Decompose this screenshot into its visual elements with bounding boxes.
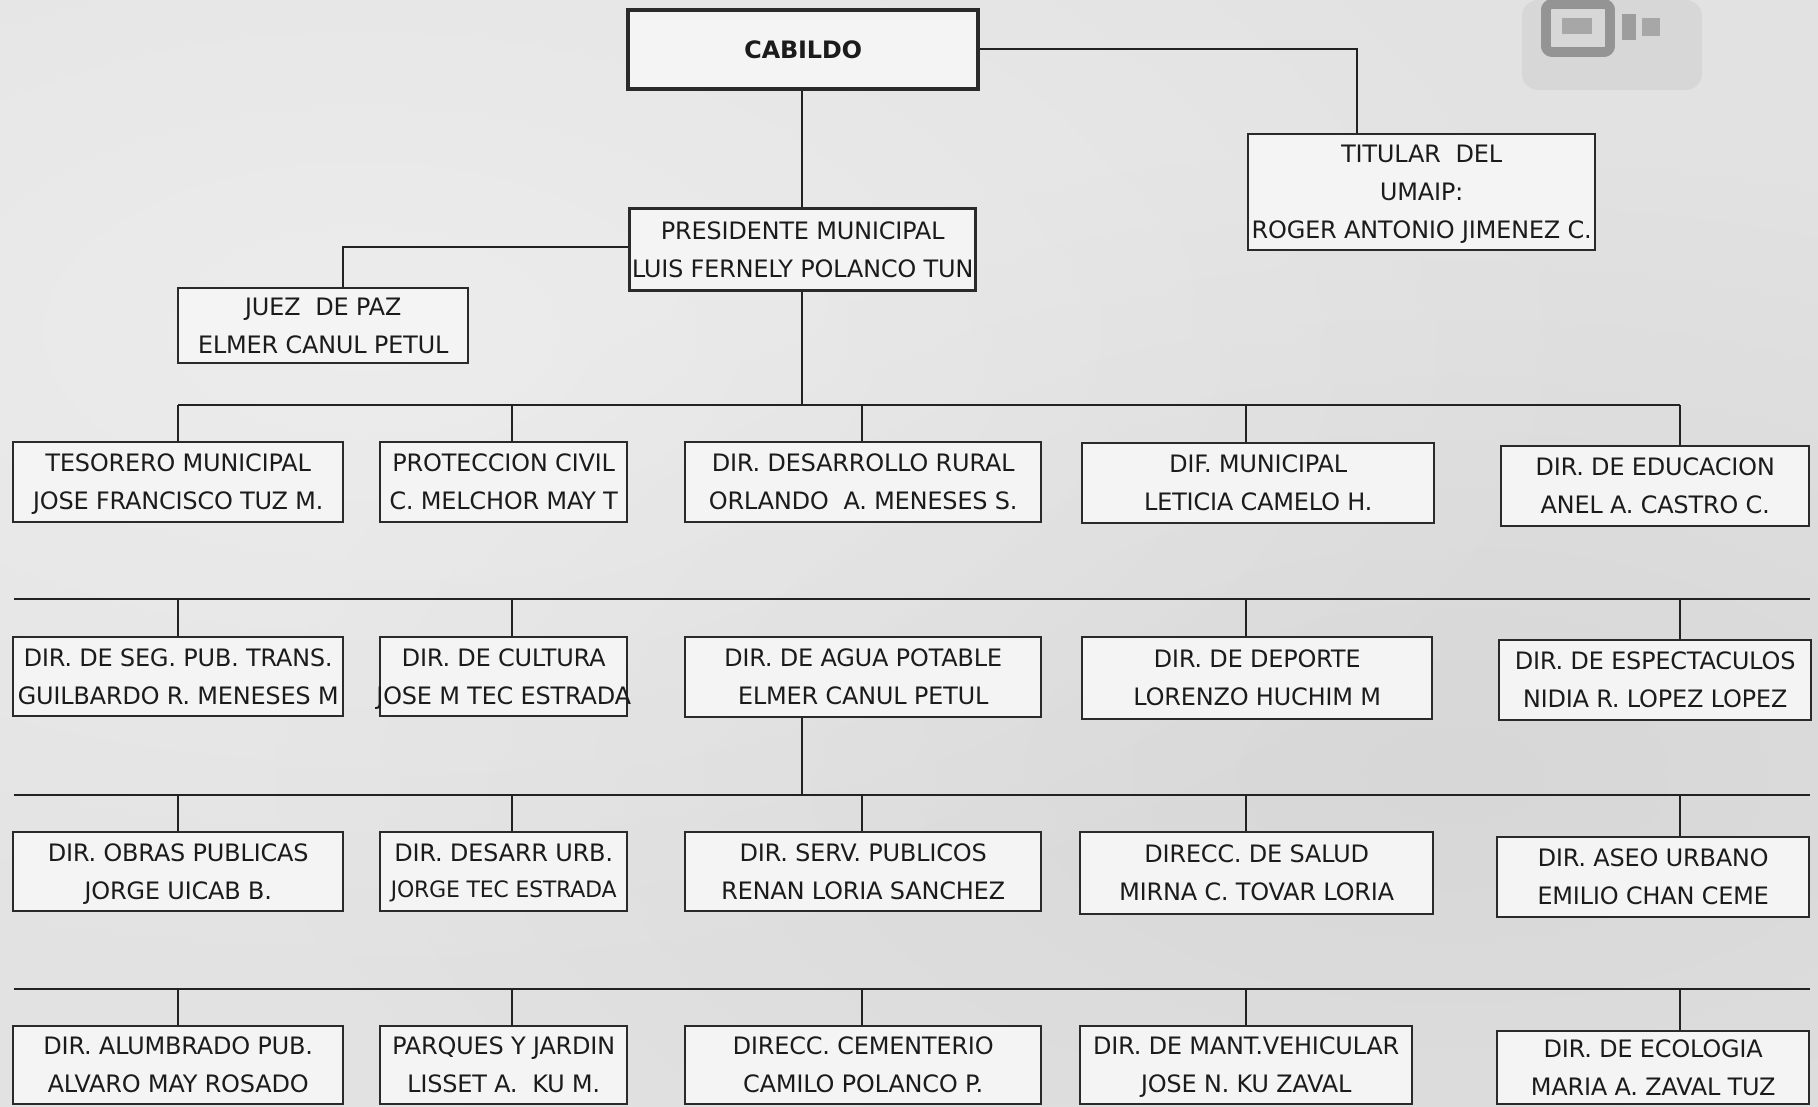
- dept-head: C. MELCHOR MAY T: [389, 487, 618, 515]
- dept-box: DIR. ALUMBRADO PUB. ALVARO MAY ROSADO: [12, 1025, 344, 1105]
- connector-president-juez: [342, 246, 628, 287]
- dept-title: DIR. SERV. PUBLICOS: [739, 838, 987, 867]
- dept-title: DIR. DE MANT.VEHICULAR: [1092, 1032, 1400, 1060]
- dept-title: DIR. DESARR URB.: [394, 838, 613, 867]
- dept-box: DIR. DESARR URB. JORGE TEC ESTRADA: [379, 831, 628, 912]
- dept-title: DIR. DE CULTURA: [401, 643, 606, 672]
- dept-head: JORGE TEC ESTRADA: [390, 877, 617, 903]
- dept-head: EMILIO CHAN CEME: [1537, 882, 1769, 910]
- umaip-box: TITULAR DEL UMAIP: ROGER ANTONIO JIMENEZ…: [1247, 133, 1596, 251]
- dept-title: DIR. ALUMBRADO PUB.: [43, 1032, 313, 1060]
- dept-head: ORLANDO A. MENESES S.: [708, 487, 1018, 515]
- dept-head: GUILBARDO R. MENESES M: [17, 681, 339, 710]
- dept-box: TESORERO MUNICIPAL JOSE FRANCISCO TUZ M.: [12, 441, 344, 523]
- dept-box: DIF. MUNICIPAL LETICIA CAMELO H.: [1081, 442, 1435, 524]
- dept-box: DIR. DE DEPORTE LORENZO HUCHIM M: [1081, 636, 1433, 720]
- dept-title: DIR. DE SEG. PUB. TRANS.: [23, 643, 333, 672]
- dept-box: DIR. OBRAS PUBLICAS JORGE UICAB B.: [12, 831, 344, 912]
- dept-box: DIR. DE SEG. PUB. TRANS. GUILBARDO R. ME…: [12, 636, 344, 717]
- connector-cabildo-umaip: [980, 48, 1358, 133]
- dept-title: DIF. MUNICIPAL: [1169, 450, 1347, 478]
- dept-title: DIR. OBRAS PUBLICAS: [47, 838, 309, 867]
- dept-head: JOSE FRANCISCO TUZ M.: [32, 487, 324, 515]
- dept-box: DIR. DESARROLLO RURAL ORLANDO A. MENESES…: [684, 441, 1042, 523]
- dept-head: ALVARO MAY ROSADO: [47, 1070, 309, 1098]
- dept-title: DIR. DE DEPORTE: [1153, 645, 1361, 673]
- juez-title: JUEZ DE PAZ: [244, 292, 402, 321]
- president-name: LUIS FERNELY POLANCO TUN: [631, 254, 974, 283]
- dept-title: DIR. DE EDUCACION: [1535, 453, 1775, 481]
- dept-title: DIR. DE ESPECTACULOS: [1514, 647, 1796, 675]
- dept-title: DIR. DE ECOLOGIA: [1543, 1034, 1763, 1063]
- dept-head: LETICIA CAMELO H.: [1143, 488, 1373, 516]
- dept-box: PROTECCION CIVIL C. MELCHOR MAY T: [379, 441, 628, 523]
- dept-head: LISSET A. KU M.: [407, 1070, 600, 1098]
- dept-title: TESORERO MUNICIPAL: [45, 449, 311, 477]
- dept-title: DIRECC. DE SALUD: [1144, 840, 1369, 868]
- dept-box: DIR. DE MANT.VEHICULAR JOSE N. KU ZAVAL: [1079, 1025, 1413, 1105]
- juez-box: JUEZ DE PAZ ELMER CANUL PETUL: [177, 287, 469, 364]
- president-box: PRESIDENTE MUNICIPAL LUIS FERNELY POLANC…: [628, 207, 977, 292]
- dept-box: DIR. DE AGUA POTABLE ELMER CANUL PETUL: [684, 636, 1042, 718]
- dept-head: ELMER CANUL PETUL: [737, 682, 989, 710]
- dept-box: PARQUES Y JARDIN LISSET A. KU M.: [379, 1025, 628, 1105]
- cabildo-label: CABILDO: [744, 35, 862, 64]
- dept-title: DIR. DE AGUA POTABLE: [724, 644, 1002, 672]
- dept-head: RENAN LORIA SANCHEZ: [721, 876, 1005, 905]
- dept-box: DIR. DE CULTURA JOSE M TEC ESTRADA: [376, 636, 631, 717]
- dept-box: DIR. DE EDUCACION ANEL A. CASTRO C.: [1500, 445, 1810, 527]
- dept-head: JOSE N. KU ZAVAL: [1140, 1070, 1352, 1098]
- dept-head: CAMILO POLANCO P.: [743, 1070, 983, 1098]
- dept-title: PARQUES Y JARDIN: [392, 1032, 615, 1060]
- dept-box: DIR. SERV. PUBLICOS RENAN LORIA SANCHEZ: [684, 831, 1042, 912]
- dept-head: LORENZO HUCHIM M: [1133, 683, 1381, 711]
- dept-box: DIRECC. CEMENTERIO CAMILO POLANCO P.: [684, 1025, 1042, 1105]
- umaip-line1: TITULAR DEL: [1341, 140, 1502, 168]
- juez-name: ELMER CANUL PETUL: [197, 330, 449, 359]
- president-title: PRESIDENTE MUNICIPAL: [660, 216, 945, 245]
- dept-title: DIR. DESARROLLO RURAL: [711, 449, 1015, 477]
- cabildo-box: CABILDO: [626, 8, 980, 91]
- dept-box: DIR. DE ECOLOGIA MARIA A. ZAVAL TUZ: [1496, 1030, 1810, 1105]
- dept-box: DIR. ASEO URBANO EMILIO CHAN CEME: [1496, 836, 1810, 918]
- dept-head: JOSE M TEC ESTRADA: [376, 681, 631, 710]
- seal-stamp-icon: [1522, 0, 1702, 90]
- dept-box: DIRECC. DE SALUD MIRNA C. TOVAR LORIA: [1079, 831, 1434, 915]
- dept-box: DIR. DE ESPECTACULOS NIDIA R. LOPEZ LOPE…: [1498, 639, 1812, 721]
- dept-title: DIRECC. CEMENTERIO: [732, 1032, 994, 1060]
- dept-head: ANEL A. CASTRO C.: [1540, 491, 1770, 519]
- dept-head: JORGE UICAB B.: [84, 876, 272, 905]
- dept-title: DIR. ASEO URBANO: [1537, 844, 1769, 872]
- dept-title: PROTECCION CIVIL: [392, 449, 615, 477]
- umaip-line2: UMAIP:: [1379, 178, 1464, 206]
- dept-head: MARIA A. ZAVAL TUZ: [1530, 1072, 1776, 1101]
- dept-head: NIDIA R. LOPEZ LOPEZ: [1522, 685, 1788, 713]
- dept-head: MIRNA C. TOVAR LORIA: [1119, 878, 1394, 906]
- umaip-line3: ROGER ANTONIO JIMENEZ C.: [1251, 216, 1592, 244]
